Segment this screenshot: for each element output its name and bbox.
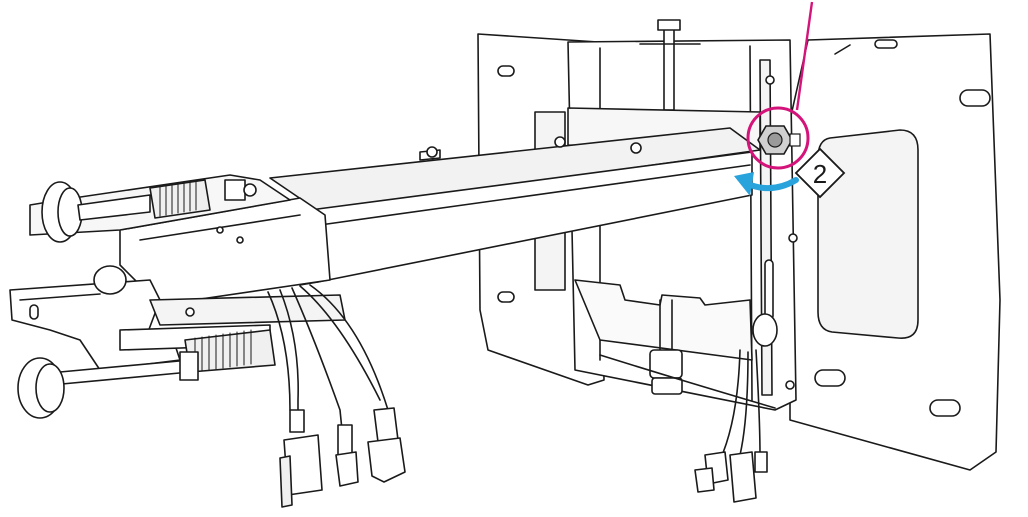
right-cable-bundle (694, 349, 768, 503)
hdmi-connector-icon (367, 407, 406, 483)
vga-connector-icon (279, 409, 323, 508)
lower-bracket (574, 279, 776, 409)
wall-plate (789, 33, 1001, 471)
cable-bundle (267, 284, 389, 431)
callout-circle (746, 1, 814, 170)
rotate-arrow-icon (734, 172, 799, 196)
front-clamp-assembly (9, 174, 346, 419)
hex-bolt-icon (757, 125, 801, 155)
usb-connector-icon (335, 424, 359, 487)
step-marker: 2 (794, 147, 846, 199)
step-number: 2 (813, 159, 827, 189)
